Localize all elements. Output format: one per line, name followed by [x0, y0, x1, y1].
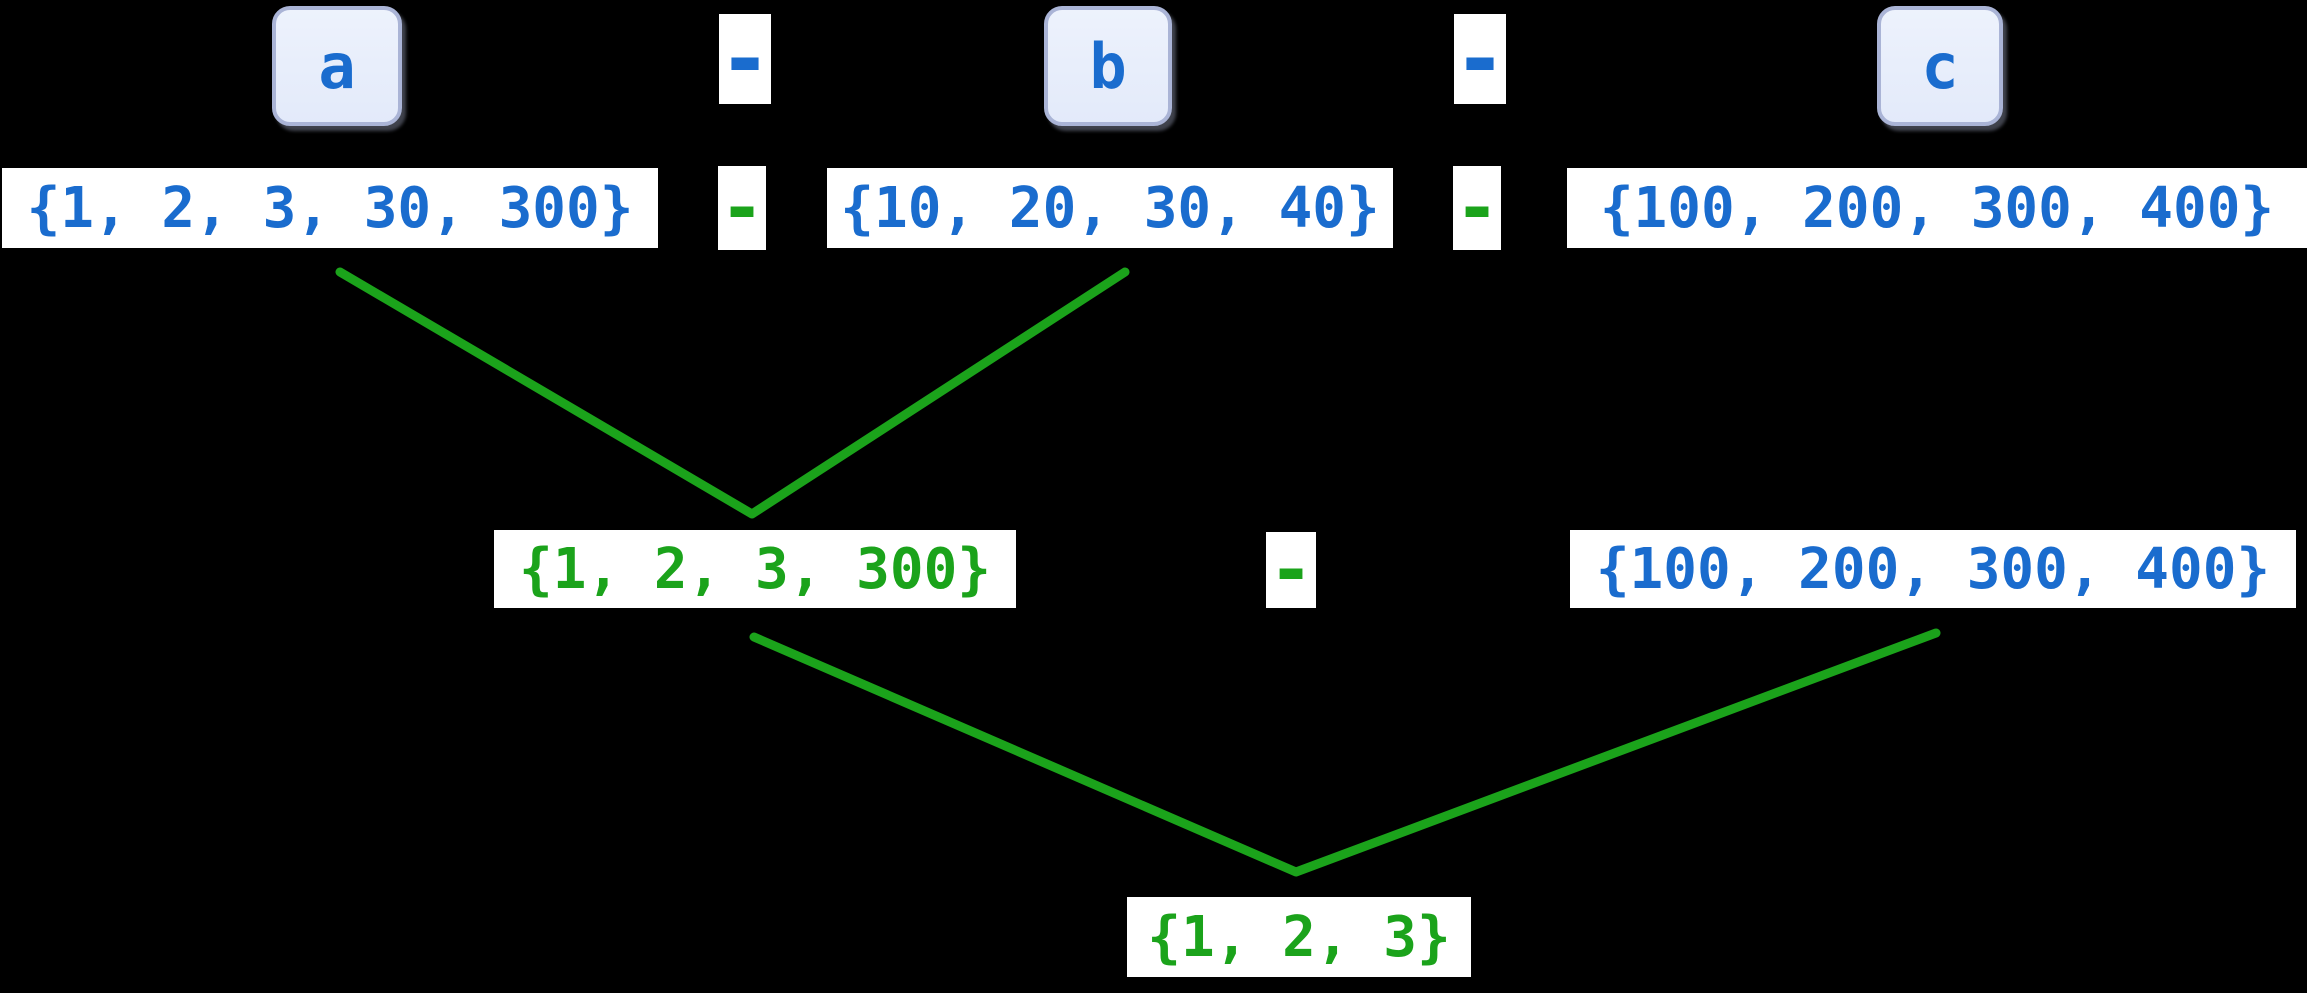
variable-chip-a: a [272, 6, 402, 126]
variable-chip-c: c [1877, 6, 2003, 126]
set-literal-c-step1: {100, 200, 300, 400} [1570, 530, 2296, 608]
minus-operator-sets-2: - [1453, 165, 1501, 251]
merge-line-step1-c [749, 628, 1941, 877]
set-literal-c: {100, 200, 300, 400} [1567, 168, 2307, 248]
minus-operator-step1: - [1266, 532, 1316, 608]
set-literal-b: {10, 20, 30, 40} [827, 168, 1393, 248]
variable-chip-b: b [1044, 6, 1172, 126]
minus-operator-top-2: - [1453, 7, 1507, 110]
merge-line-a-b [335, 267, 1130, 519]
set-literal-a: {1, 2, 3, 30, 300} [2, 168, 658, 248]
minus-operator-top-1: - [718, 7, 772, 110]
intermediate-result-set: {1, 2, 3, 300} [494, 530, 1016, 608]
minus-operator-sets-1: - [718, 165, 766, 251]
final-result-set: {1, 2, 3} [1127, 897, 1471, 977]
